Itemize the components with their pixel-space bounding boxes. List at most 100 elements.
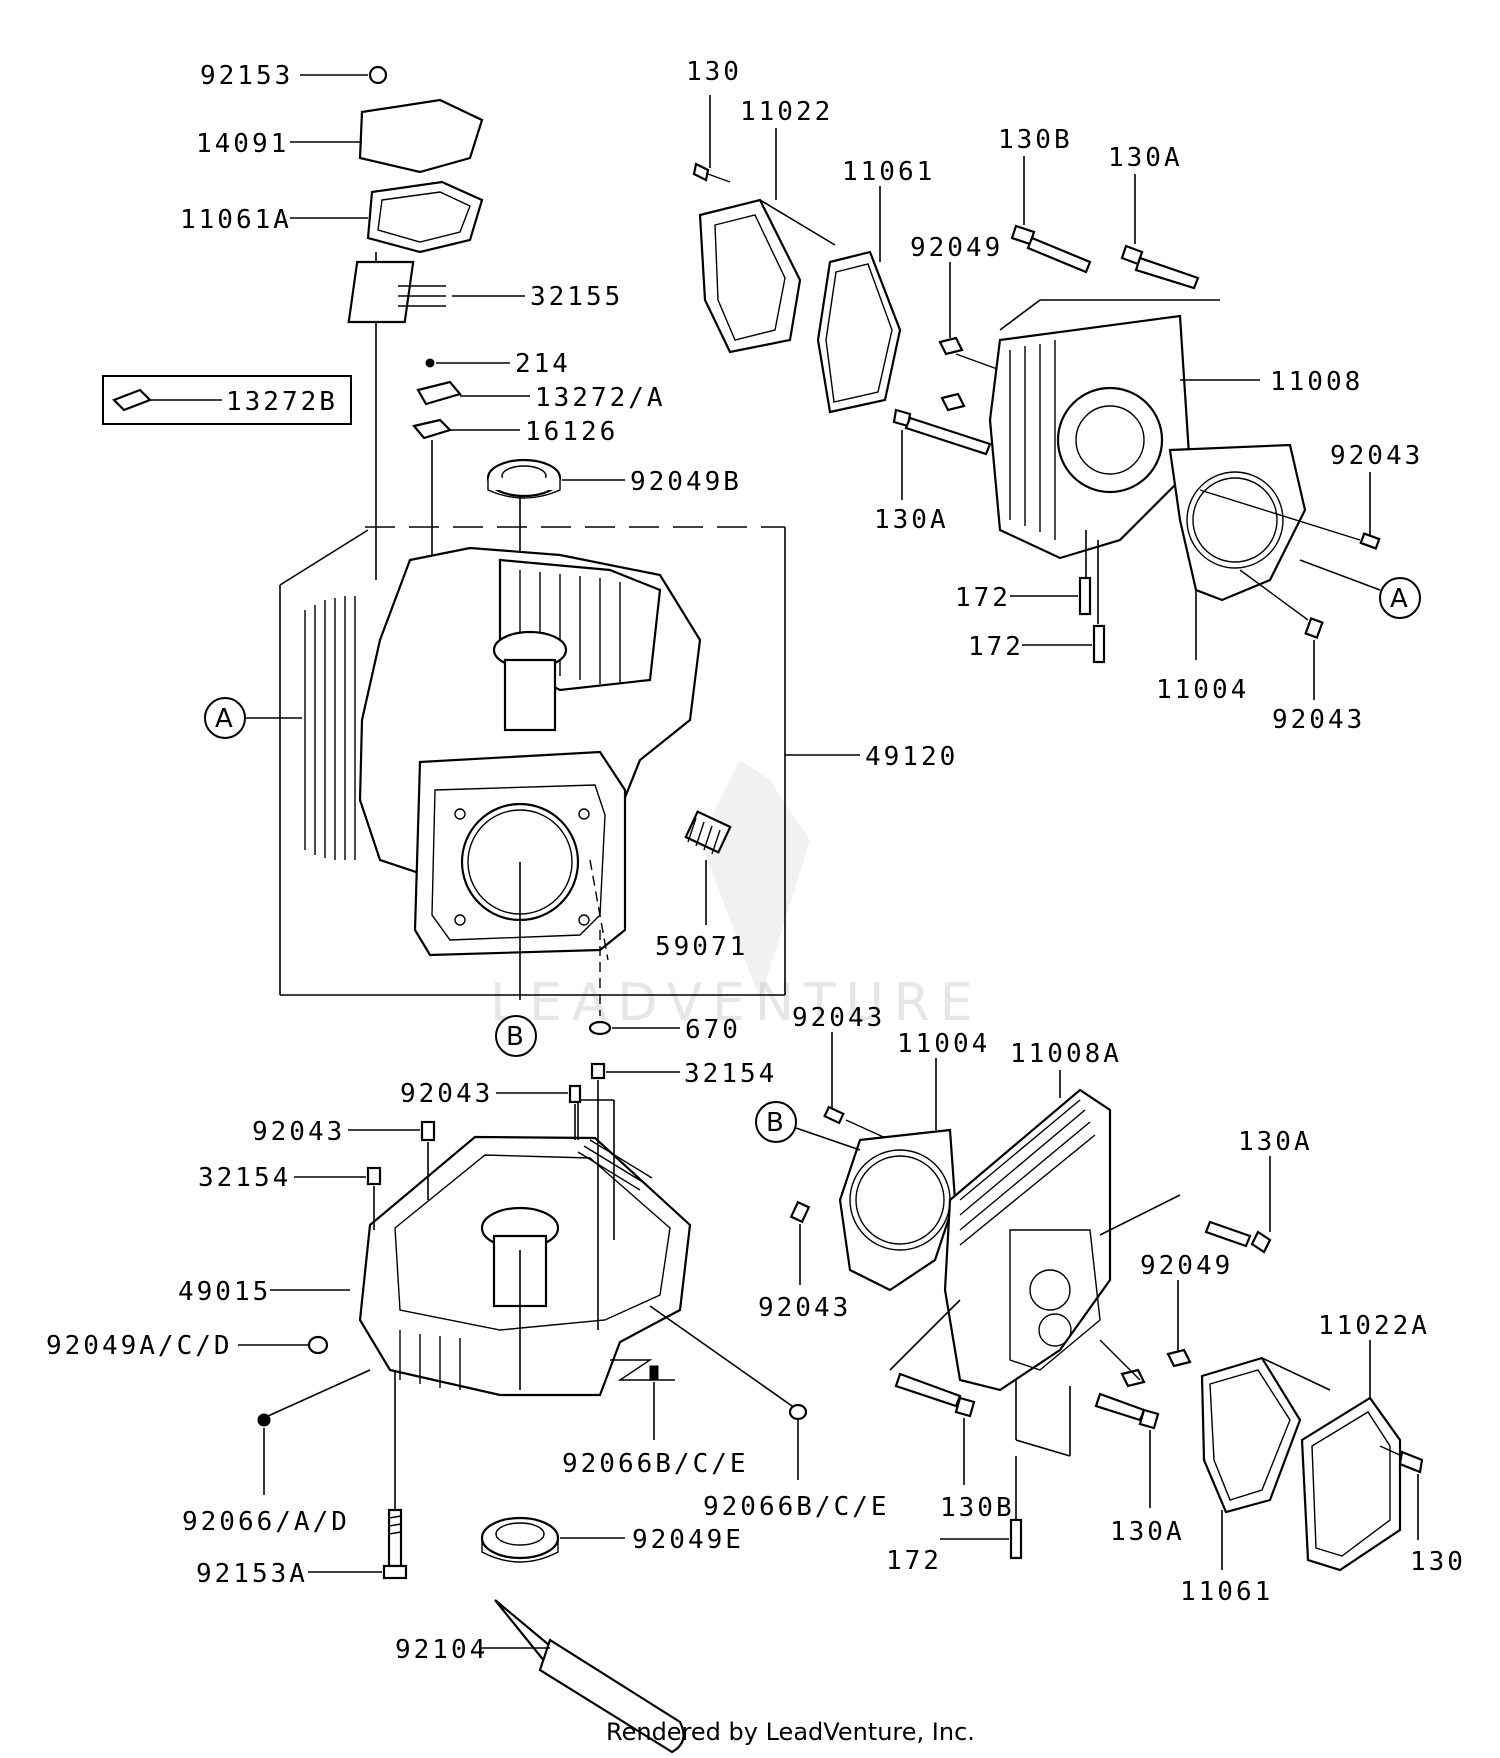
label-92066bce-b: 92066B/C/E bbox=[703, 1492, 890, 1522]
label-92049b: 92049B bbox=[630, 467, 742, 497]
oil-seal-92049b-part bbox=[486, 458, 625, 650]
label-92043-c: 92043 bbox=[1330, 441, 1423, 471]
label-14091: 14091 bbox=[196, 129, 289, 159]
label-92043-b: 92043 bbox=[252, 1117, 345, 1147]
label-11061-bottom: 11061 bbox=[1180, 1577, 1273, 1607]
dowel-92043-c-part bbox=[1199, 472, 1381, 550]
label-92066bce-a: 92066B/C/E bbox=[562, 1449, 749, 1479]
footer-credit: Rendered by LeadVenture, Inc. bbox=[606, 1718, 975, 1746]
bolt-130-bottom-part bbox=[1379, 1445, 1424, 1540]
oring-670-part bbox=[588, 930, 680, 1036]
plug-92066bce-b-part bbox=[649, 1305, 808, 1480]
dowel-92043-d-part bbox=[1239, 569, 1324, 700]
plug-92066ad-part bbox=[257, 1369, 371, 1495]
stud-172-c-part bbox=[940, 1456, 1023, 1560]
label-59071: 59071 bbox=[655, 932, 748, 962]
stud-172-a-part bbox=[1010, 576, 1092, 616]
watermark-text: LEADVENTURE bbox=[490, 973, 983, 1033]
label-214: 214 bbox=[515, 349, 571, 379]
head-gasket-11004-top-part bbox=[1168, 443, 1307, 660]
label-11004-top: 11004 bbox=[1156, 675, 1249, 705]
seal-92049acd-part bbox=[238, 1335, 329, 1355]
label-92153a: 92153A bbox=[196, 1559, 308, 1589]
plug-92066bce-a-part bbox=[649, 1365, 659, 1440]
label-49015: 49015 bbox=[178, 1277, 271, 1307]
breather-32155-part bbox=[347, 260, 525, 324]
bolt-130b-bottom-part bbox=[894, 1372, 976, 1485]
dowel-92043-f-part bbox=[789, 1200, 811, 1285]
label-172-c: 172 bbox=[886, 1546, 942, 1576]
reference-circle-b-right: B bbox=[755, 1101, 861, 1151]
rocker-cover-11022-part bbox=[698, 128, 836, 354]
cylinder-head-11008a-part bbox=[889, 1070, 1181, 1457]
head-gasket-11004-bottom-part bbox=[838, 1058, 957, 1292]
label-11061-top: 11061 bbox=[842, 157, 935, 187]
label-13272b: 13272B bbox=[226, 387, 338, 417]
label-92043-e: 92043 bbox=[792, 1003, 885, 1033]
cylinder-head-11008-part bbox=[988, 314, 1260, 590]
bolt-130a-left-part bbox=[892, 408, 992, 500]
label-16126: 16126 bbox=[525, 417, 618, 447]
gasket-11061-top-part bbox=[816, 186, 902, 414]
label-130b-top: 130B bbox=[998, 125, 1073, 155]
rocker-cover-11022a-part bbox=[1300, 1340, 1402, 1572]
dowel-59071-part bbox=[684, 810, 732, 925]
dowel-92043-e-part bbox=[823, 1032, 891, 1141]
label-92049-top: 92049 bbox=[910, 233, 1003, 263]
label-130a-left: 130A bbox=[874, 505, 949, 535]
gasket-11061-bottom-part bbox=[1200, 1356, 1331, 1570]
label-92043-a: 92043 bbox=[400, 1079, 493, 1109]
svg-text:A: A bbox=[1390, 584, 1408, 614]
stud-172-b-part bbox=[1022, 540, 1106, 664]
label-130-bottom: 130 bbox=[1410, 1547, 1466, 1577]
pin-92043-a-part bbox=[496, 1084, 582, 1140]
label-92066ad: 92066/A/D bbox=[182, 1507, 350, 1537]
label-11061a: 11061A bbox=[180, 205, 292, 235]
label-32154-left: 32154 bbox=[198, 1163, 291, 1193]
label-172-a: 172 bbox=[955, 583, 1011, 613]
bolt-92153a-part bbox=[308, 1372, 408, 1580]
label-11022a: 11022A bbox=[1318, 1311, 1430, 1341]
label-92049e: 92049E bbox=[632, 1525, 744, 1555]
cover-plate-14091-part bbox=[290, 98, 484, 174]
label-32155: 32155 bbox=[530, 282, 623, 312]
reference-circle-a-right: A bbox=[1299, 559, 1421, 619]
label-130a-bottom: 130A bbox=[1110, 1517, 1185, 1547]
dowel-32154-left-part bbox=[294, 1166, 382, 1230]
label-11008: 11008 bbox=[1270, 367, 1363, 397]
nut-92049-top-part bbox=[938, 262, 1001, 412]
bolt-130-top-part bbox=[692, 95, 731, 183]
label-11008a: 11008A bbox=[1010, 1039, 1122, 1069]
screw-214-part bbox=[425, 358, 510, 368]
label-13272-a: 13272/A bbox=[535, 383, 666, 413]
reference-circle-b-left: B bbox=[495, 1015, 537, 1057]
sealant-tube-92104-part bbox=[480, 1599, 685, 1754]
label-92153: 92153 bbox=[200, 61, 293, 91]
label-92049-bottom: 92049 bbox=[1140, 1251, 1233, 1281]
label-92104: 92104 bbox=[395, 1635, 488, 1665]
label-92049acd: 92049A/C/D bbox=[46, 1331, 233, 1361]
dowel-32154-top-part bbox=[590, 1062, 680, 1140]
clamp-13272a-part bbox=[416, 380, 530, 406]
svg-text:A: A bbox=[215, 704, 233, 734]
label-130a-top: 130A bbox=[1108, 143, 1183, 173]
label-32154-top: 32154 bbox=[684, 1059, 777, 1089]
oil-seal-92049e-part bbox=[480, 1516, 625, 1563]
pin-92043-b-part bbox=[348, 1120, 436, 1200]
label-92043-d: 92043 bbox=[1272, 705, 1365, 735]
svg-text:B: B bbox=[766, 1108, 784, 1138]
reference-circle-a-left: A bbox=[204, 697, 302, 739]
bolt-130b-top-part bbox=[1010, 156, 1092, 274]
clamp-13272b-inset-box bbox=[102, 375, 352, 425]
nut-92049-bottom-part bbox=[1099, 1280, 1192, 1388]
svg-text:B: B bbox=[506, 1022, 524, 1052]
label-670: 670 bbox=[685, 1015, 741, 1045]
label-130b-bottom: 130B bbox=[940, 1493, 1015, 1523]
label-11022: 11022 bbox=[740, 97, 833, 127]
label-130a-right: 130A bbox=[1238, 1127, 1313, 1157]
label-172-b: 172 bbox=[968, 632, 1024, 662]
bolt-130a-bottom-part bbox=[1094, 1392, 1160, 1508]
crankcase-cover-49015-part bbox=[270, 1099, 692, 1397]
bolt-130a-right-part bbox=[1204, 1156, 1272, 1254]
